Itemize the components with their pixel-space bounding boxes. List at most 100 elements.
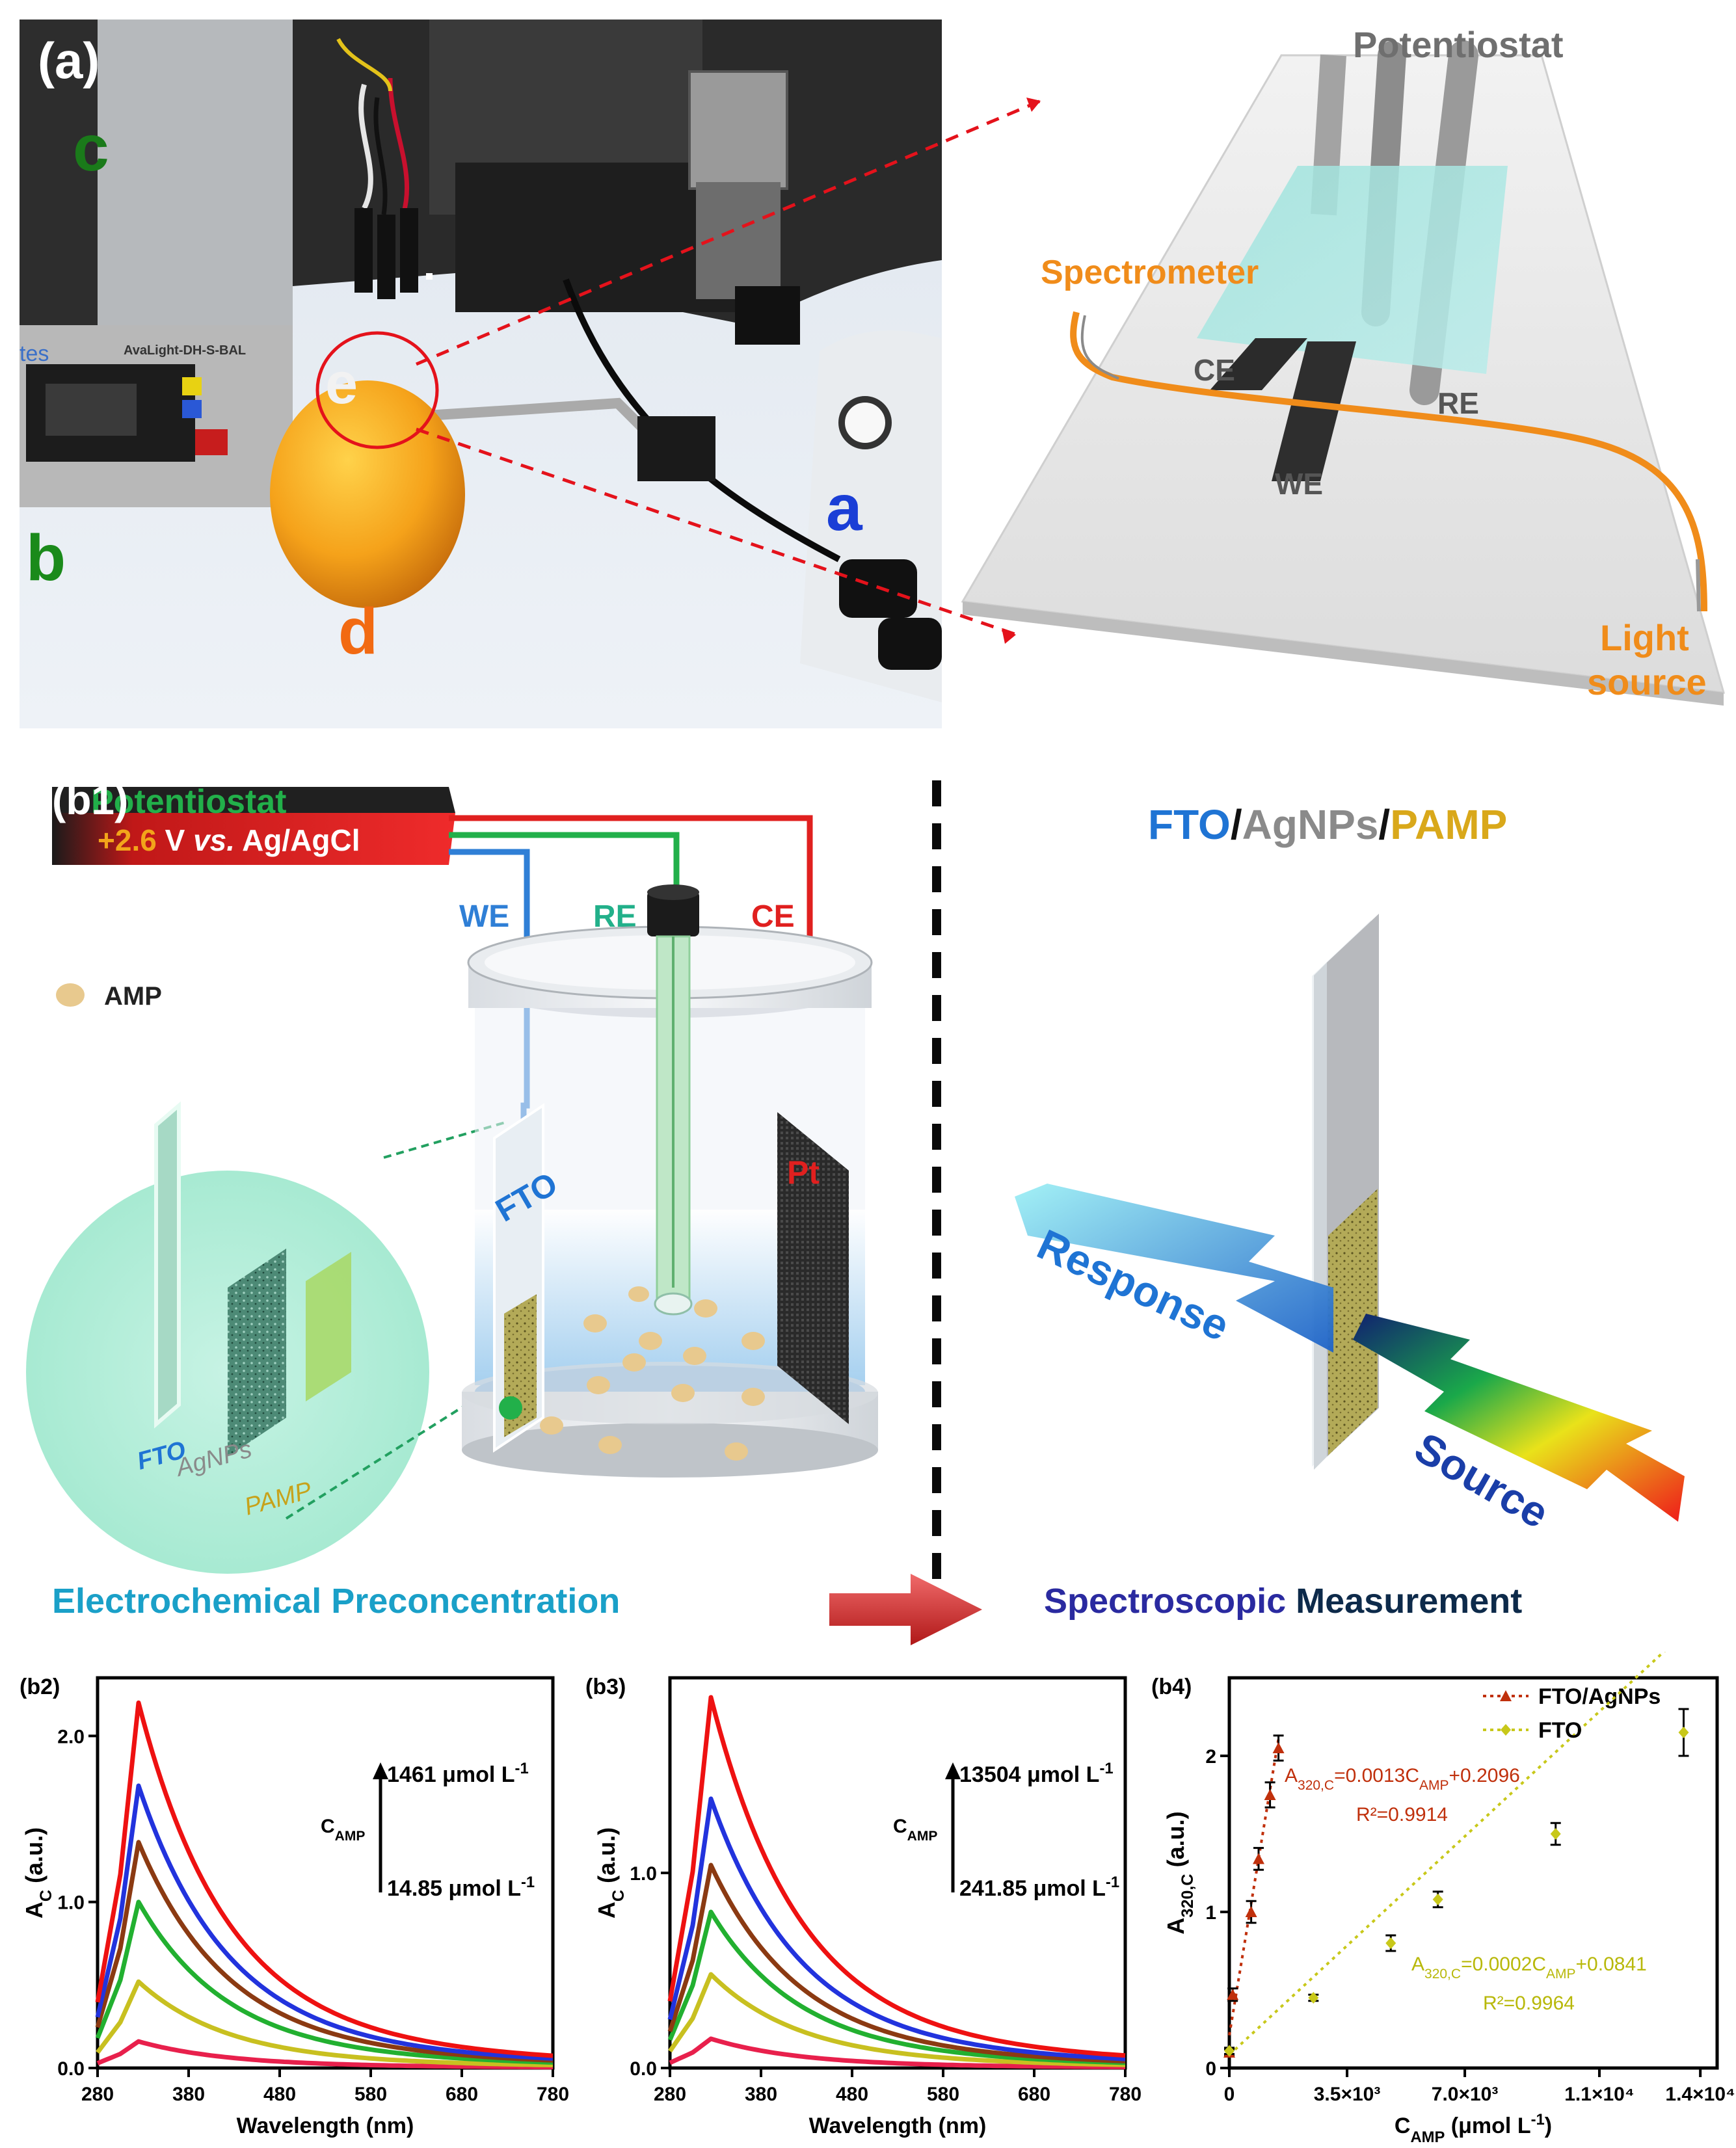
re-wire xyxy=(449,832,680,891)
panel-a: AvaLight-DH-S-BAL tes (a) c b e d a xyxy=(20,20,1726,728)
electrochemical-cell: FTO Pt xyxy=(462,884,878,1478)
arrow-bottom-label: 241.85 μmol L-1 xyxy=(959,1874,1119,1902)
orange-sample xyxy=(270,380,465,608)
electrode-highlight-circle xyxy=(315,331,439,449)
data-point xyxy=(1308,1992,1319,2004)
spectrum-line xyxy=(95,1700,554,2058)
y-tick-label: 0.0 xyxy=(630,2058,657,2080)
y-tick-label: 2 xyxy=(1205,1746,1216,1768)
label-c: c xyxy=(73,112,109,185)
y-tick-label: 1 xyxy=(1205,1902,1216,1924)
data-point xyxy=(1385,1937,1396,1949)
y-tick-label: 1.0 xyxy=(630,1863,657,1885)
electrode-title: FTO/AgNPs/PAMP xyxy=(1148,801,1507,848)
schematic-source-label: source xyxy=(1587,661,1707,702)
legend-label: FTO xyxy=(1538,1718,1582,1743)
data-point xyxy=(1224,2045,1235,2057)
panel-label: (b4) xyxy=(1151,1675,1192,1699)
schematic-spectrometer-label: Spectrometer xyxy=(1041,254,1259,291)
data-point xyxy=(1227,1989,1239,2000)
label-e: e xyxy=(325,351,358,416)
step-preconcentration: Electrochemical Preconcentration xyxy=(52,1582,620,1621)
we-label: WE xyxy=(459,899,509,934)
x-tick-label: 280 xyxy=(81,2084,114,2105)
process-arrow xyxy=(829,1574,982,1645)
y-axis-label: A320,C (a.u.) xyxy=(1162,1811,1197,1934)
zoom-line-bottom xyxy=(416,427,1015,636)
schematic-we-label: WE xyxy=(1275,467,1323,501)
x-tick-label: 1.1×10⁴ xyxy=(1564,2084,1634,2105)
plot-frame xyxy=(96,1676,555,2070)
amp-legend-icon xyxy=(56,983,85,1007)
arrow-bottom-label: 14.85 μmol L-1 xyxy=(387,1874,535,1902)
x-axis-label: Wavelength (nm) xyxy=(809,2114,987,2138)
x-tick-label: 580 xyxy=(354,2084,387,2105)
plot-frame xyxy=(1227,1676,1719,2070)
y-tick-label: 0.0 xyxy=(57,2058,85,2080)
x-tick-label: 280 xyxy=(654,2084,686,2105)
spectrum-line xyxy=(95,1783,554,2061)
electrode-schematic: Potentiostat Spectrometer CE RE WE Light… xyxy=(961,24,1726,706)
fit-equation-fto: A320,C=0.0002CAMP+0.0841 xyxy=(1411,1954,1647,1982)
arrow-top-label: 13504 μmol L-1 xyxy=(959,1760,1114,1788)
spectrum-line xyxy=(667,1863,1126,2063)
concentration-arrowhead xyxy=(945,1762,961,1779)
amp-legend-label: AMP xyxy=(104,982,162,1011)
y-axis-label: AC (a.u.) xyxy=(593,1827,628,1918)
spectrum-line xyxy=(667,1796,1126,2062)
zoom-line-top xyxy=(416,99,1041,366)
legend-marker xyxy=(1501,1724,1511,1736)
spectrum-line xyxy=(667,1695,1126,2058)
arrow-c-label: CAMP xyxy=(893,1816,937,1844)
setup-photo: AvaLight-DH-S-BAL tes (a) c b e d a xyxy=(20,20,942,728)
spectrum-line xyxy=(667,1909,1126,2065)
electrode-layers-inset: FTO AgNPs PAMP xyxy=(26,1101,509,1574)
fit-line xyxy=(1228,1652,1666,2056)
x-tick-label: 780 xyxy=(1109,2084,1142,2105)
y-tick-label: 1.0 xyxy=(57,1892,85,1914)
spectrum-line xyxy=(96,2039,553,2070)
schematic-potentiostat-label: Potentiostat xyxy=(1353,24,1564,65)
label-a: a xyxy=(826,471,863,544)
label-d: d xyxy=(338,595,378,668)
x-tick-label: 780 xyxy=(537,2084,569,2105)
label-b: b xyxy=(26,522,66,594)
applied-potential: +2.6 V vs. Ag/AgCl xyxy=(98,823,360,857)
data-point xyxy=(1550,1828,1561,1840)
x-tick-label: 480 xyxy=(263,2084,296,2105)
legend-label: FTO/AgNPs xyxy=(1538,1684,1661,1709)
amp-particles xyxy=(540,1286,765,1461)
x-tick-label: 480 xyxy=(836,2084,868,2105)
data-point xyxy=(1272,1742,1285,1753)
y-axis-label: AC (a.u.) xyxy=(21,1827,55,1918)
spectrum-line xyxy=(96,1979,554,2067)
x-tick-label: 7.0×10³ xyxy=(1432,2084,1499,2105)
lamp-model-label: AvaLight-DH-S-BAL xyxy=(124,343,246,358)
measurement-electrode xyxy=(1309,914,1379,1473)
x-tick-label: 380 xyxy=(172,2084,205,2105)
concentration-arrowhead xyxy=(373,1762,388,1779)
schematic-ce-label: CE xyxy=(1194,353,1235,387)
fit-equation-agnps: A320,C=0.0013CAMP+0.2096 xyxy=(1285,1765,1520,1793)
data-point xyxy=(1245,1906,1257,1917)
spectrum-line xyxy=(668,1972,1126,2067)
panel-b1: Potentiostat (b1) +2.6 V vs. Ag/AgCl WE … xyxy=(26,776,1685,1645)
x-tick-label: 380 xyxy=(745,2084,777,2105)
x-tick-label: 580 xyxy=(927,2084,959,2105)
legend-marker xyxy=(1500,1690,1512,1701)
panel-label: (b3) xyxy=(585,1675,626,1699)
r2-fto: R²=0.9964 xyxy=(1483,1993,1575,2014)
pt-electrode-label: Pt xyxy=(787,1154,820,1191)
step-measurement: Spectroscopic Measurement xyxy=(1044,1582,1522,1621)
r2-agnps: R²=0.9914 xyxy=(1356,1804,1448,1825)
panel-a-label: (a) xyxy=(38,32,100,89)
y-tick-label: 0 xyxy=(1205,2058,1216,2080)
x-axis-label: Wavelength (nm) xyxy=(237,2114,414,2138)
x-tick-label: 680 xyxy=(1018,2084,1050,2105)
source-bolt: Source xyxy=(1353,1314,1685,1537)
y-tick-label: 2.0 xyxy=(57,1726,85,1747)
x-tick-label: 3.5×10³ xyxy=(1314,2084,1381,2105)
